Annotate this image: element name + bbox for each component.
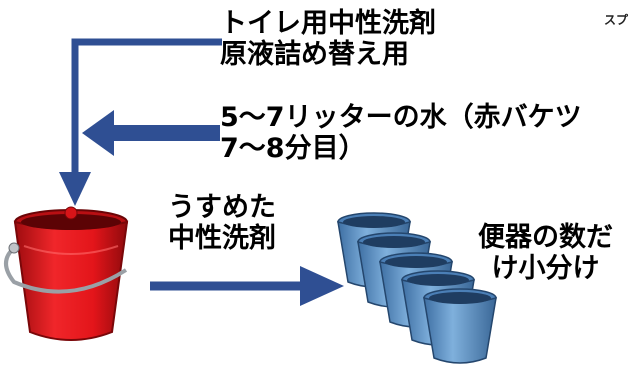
corner-label: スプ [604, 13, 629, 28]
portion-label: 便器の数だ け小分け [478, 222, 613, 284]
diluted-label-line1: うすめた [168, 192, 276, 223]
detergent-label-line1: トイレ用中性洗剤 [220, 8, 436, 39]
detergent-label: トイレ用中性洗剤 原液詰め替え用 [220, 8, 436, 70]
arrow-detergent-to-bucket [59, 38, 222, 206]
water-label-line1: 5～7リッターの水（赤バケツ [220, 102, 582, 133]
arrow-water-to-bucket [82, 110, 220, 156]
detergent-label-line2: 原液詰め替え用 [220, 39, 409, 71]
portion-label-line2: け小分け [491, 253, 600, 285]
blue-bucket-icon [423, 288, 497, 364]
diluted-label-line2: 中性洗剤 [168, 223, 276, 255]
red-bucket-icon [4, 206, 129, 341]
water-label-line2: 7～8分目） [220, 133, 366, 165]
diluted-detergent-label: うすめた 中性洗剤 [168, 192, 276, 254]
blue-buckets-group [337, 212, 497, 364]
portion-label-line1: 便器の数だ [478, 222, 613, 253]
corner-label-text: スプ [604, 13, 629, 27]
arrow-bucket-to-portions [150, 266, 344, 306]
water-label: 5～7リッターの水（赤バケツ 7～8分目） [220, 102, 582, 164]
